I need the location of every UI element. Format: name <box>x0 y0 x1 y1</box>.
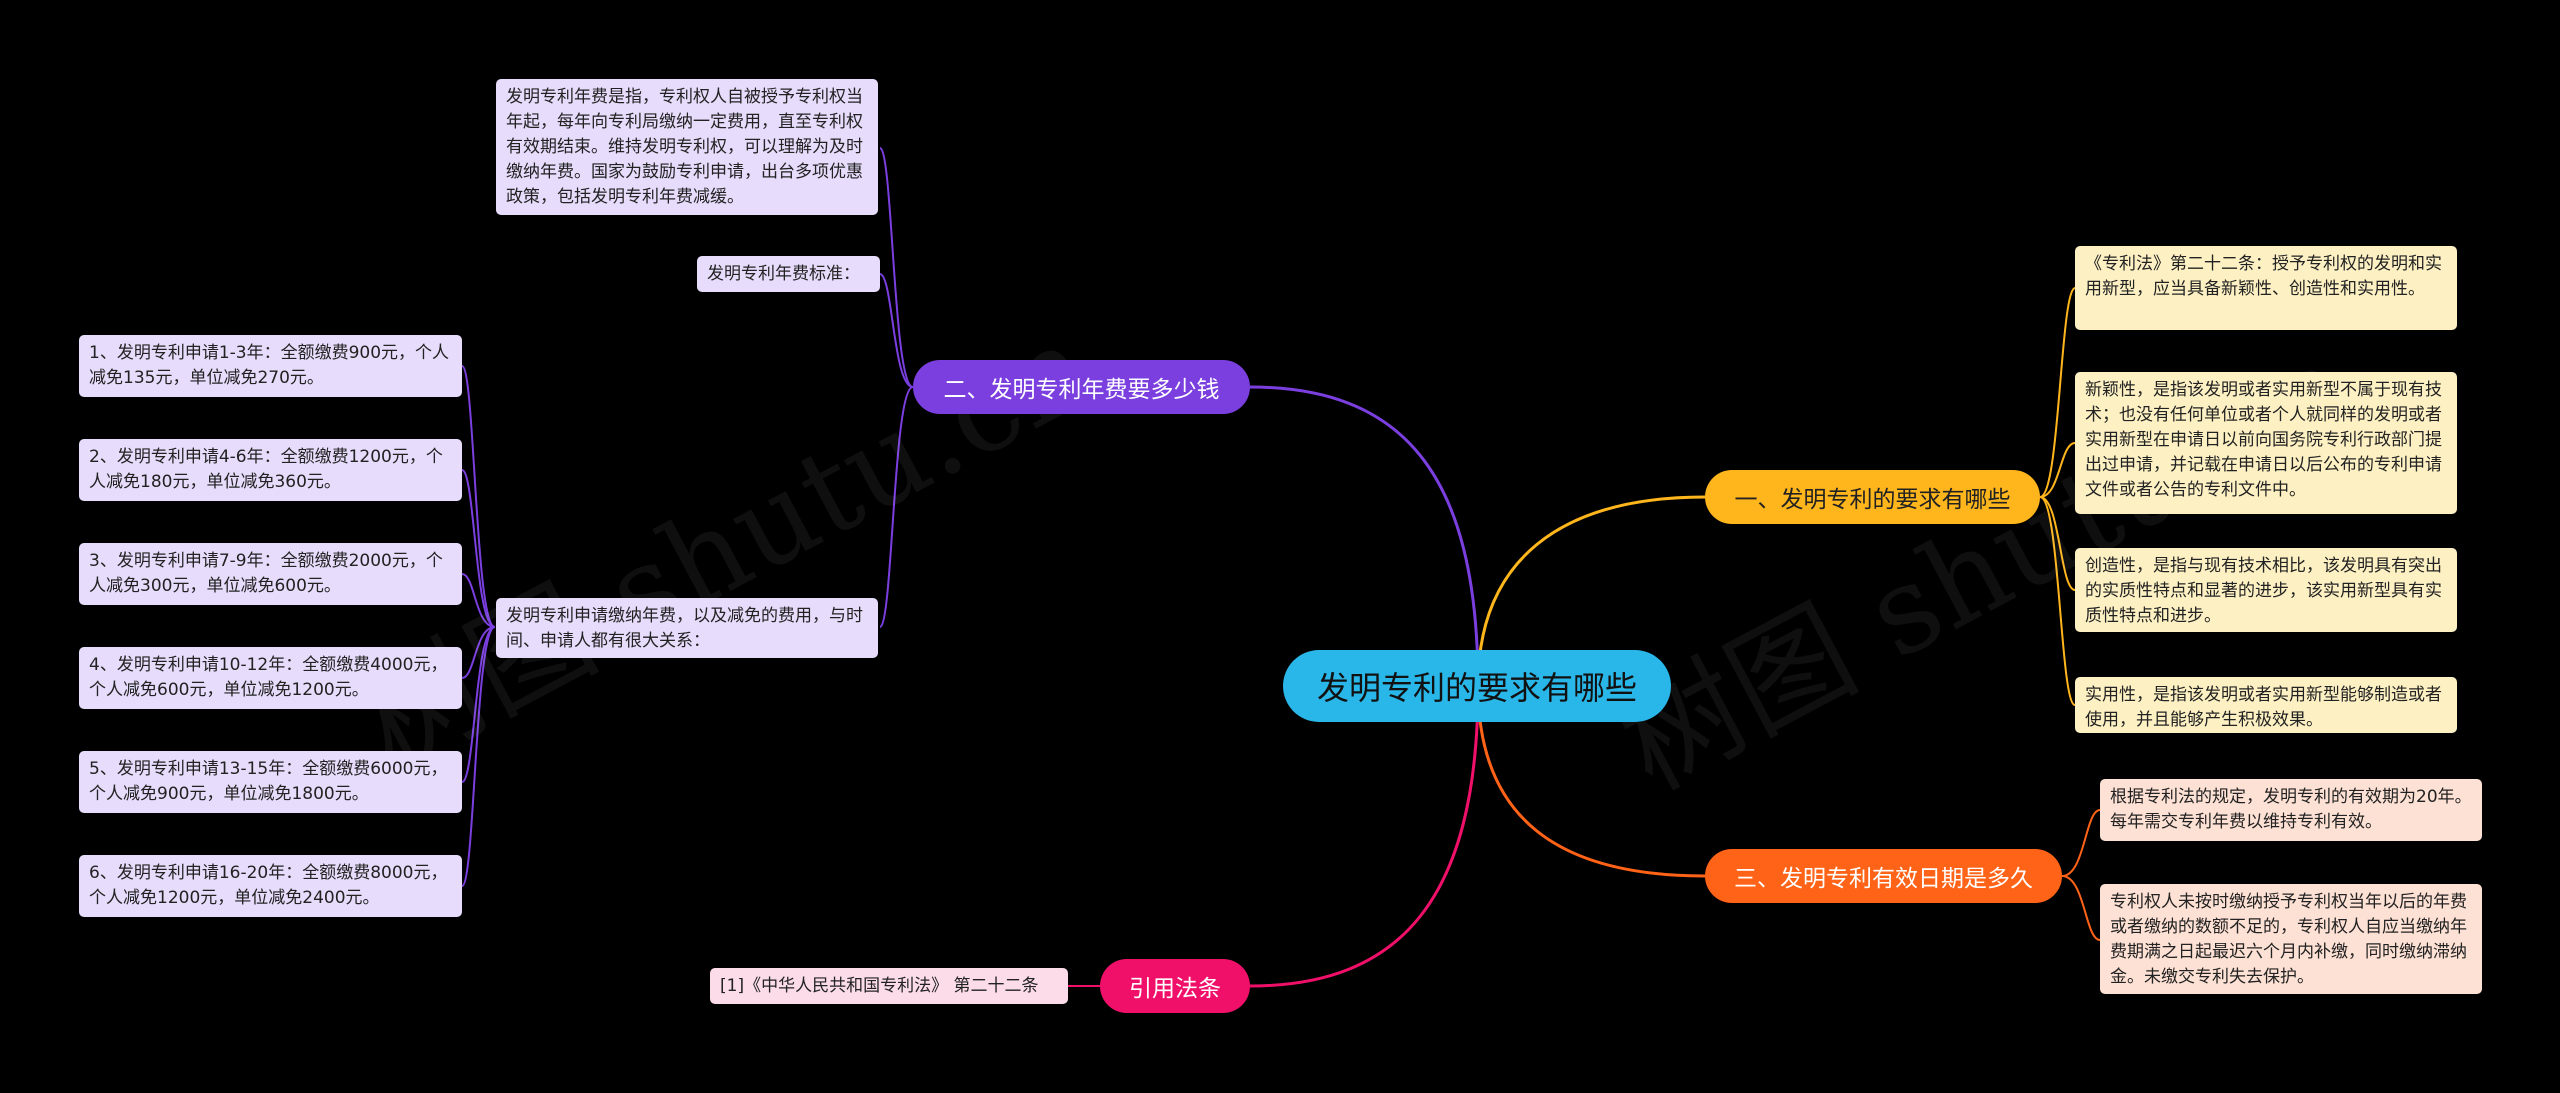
leaf-validity-20-years[interactable]: 根据专利法的规定，发明专利的有效期为20年。每年需交专利年费以维持专利有效。 <box>2100 779 2482 841</box>
branch-cited-law[interactable]: 引用法条 <box>1100 959 1250 1013</box>
leaf-annual-fee-definition[interactable]: 发明专利年费是指，专利权人自被授予专利权当年起，每年向专利局缴纳一定费用，直至专… <box>496 79 878 215</box>
leaf-novelty[interactable]: 新颖性，是指该发明或者实用新型不属于现有技术；也没有任何单位或者个人就同样的发明… <box>2075 372 2457 514</box>
branch-annual-fee[interactable]: 二、发明专利年费要多少钱 <box>913 360 1250 414</box>
branch-requirements[interactable]: 一、发明专利的要求有哪些 <box>1705 470 2040 524</box>
leaf-fee-years-16-20[interactable]: 6、发明专利申请16-20年：全额缴费8000元，个人减免1200元，单位减免2… <box>79 855 462 917</box>
leaf-fee-relationship[interactable]: 发明专利申请缴纳年费，以及减免的费用，与时间、申请人都有很大关系： <box>496 598 878 658</box>
leaf-practical-applicability[interactable]: 实用性，是指该发明或者实用新型能够制造或者使用，并且能够产生积极效果。 <box>2075 677 2457 733</box>
root-topic[interactable]: 发明专利的要求有哪些 <box>1283 650 1671 722</box>
branch-validity-period[interactable]: 三、发明专利有效日期是多久 <box>1705 849 2062 903</box>
leaf-inventiveness[interactable]: 创造性，是指与现有技术相比，该发明具有突出的实质性特点和显著的进步，该实用新型具… <box>2075 548 2457 632</box>
leaf-late-payment[interactable]: 专利权人未按时缴纳授予专利权当年以后的年费或者缴纳的数额不足的，专利权人自应当缴… <box>2100 884 2482 994</box>
leaf-annual-fee-standard[interactable]: 发明专利年费标准： <box>697 256 880 292</box>
leaf-fee-years-13-15[interactable]: 5、发明专利申请13-15年：全额缴费6000元，个人减免900元，单位减免18… <box>79 751 462 813</box>
leaf-citation-patent-law[interactable]: [1]《中华人民共和国专利法》 第二十二条 <box>710 968 1068 1004</box>
leaf-fee-years-10-12[interactable]: 4、发明专利申请10-12年：全额缴费4000元，个人减免600元，单位减免12… <box>79 647 462 709</box>
leaf-fee-years-1-3[interactable]: 1、发明专利申请1-3年：全额缴费900元，个人减免135元，单位减免270元。 <box>79 335 462 397</box>
leaf-fee-years-4-6[interactable]: 2、发明专利申请4-6年：全额缴费1200元，个人减免180元，单位减免360元… <box>79 439 462 501</box>
leaf-fee-years-7-9[interactable]: 3、发明专利申请7-9年：全额缴费2000元，个人减免300元，单位减免600元… <box>79 543 462 605</box>
leaf-patent-law-article-22[interactable]: 《专利法》第二十二条：授予专利权的发明和实用新型，应当具备新颖性、创造性和实用性… <box>2075 246 2457 330</box>
